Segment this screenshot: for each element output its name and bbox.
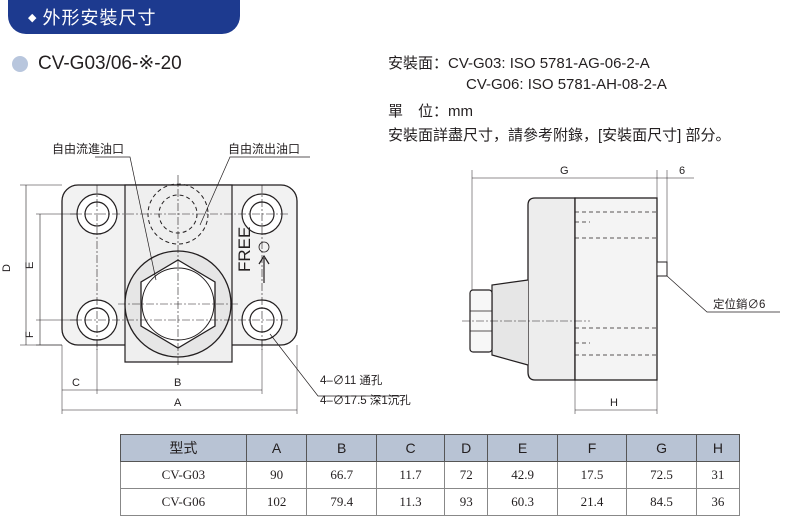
table-header: F	[556, 434, 628, 462]
table-cell: 84.5	[626, 488, 697, 516]
table-cell: 42.9	[487, 461, 558, 489]
centerlines	[70, 175, 290, 365]
dim-c: C	[72, 377, 80, 389]
table-header: E	[487, 434, 558, 462]
spec-line-3: 單 位：mm	[388, 103, 473, 120]
table-cell: 21.4	[556, 488, 628, 516]
dim-e: E	[24, 262, 36, 269]
section-title: 外形安裝尺寸	[42, 8, 157, 29]
front-view: FREE 自由流進油口 自由流出油口 D E F C B A	[1, 142, 411, 414]
table-cell: 17.5	[556, 461, 628, 489]
nut-neck	[491, 279, 529, 366]
section-header: ◆ 外形安裝尺寸	[8, 0, 240, 34]
table-cell: 60.3	[487, 488, 558, 516]
hidden-ports-side	[575, 211, 657, 356]
hole-note-1: 4–∅11 通孔	[320, 374, 383, 387]
side-view: G 6 H 定位銷∅6	[462, 165, 780, 414]
table-header: 型式	[120, 434, 247, 462]
model-heading: CV-G03/06-※-20	[12, 52, 182, 75]
table-header: B	[306, 434, 377, 462]
technical-drawing: FREE 自由流進油口 自由流出油口 D E F C B A	[1, 142, 780, 414]
pin-leader	[666, 275, 780, 313]
dim-b: B	[174, 377, 181, 389]
diamond-icon: ◆	[28, 10, 37, 24]
table-header: G	[626, 434, 697, 462]
table-header: A	[245, 434, 308, 462]
free-marker-icon	[258, 241, 270, 253]
dim-g: G	[560, 165, 569, 177]
table-cell: 66.7	[306, 461, 377, 489]
table-cell: 72.5	[626, 461, 697, 489]
locating-pin	[656, 261, 668, 277]
spec-line-4: 安裝面詳盡尺寸，請參考附錄，[安裝面尺寸] 部分。	[388, 127, 731, 144]
mounting-plate-side	[574, 197, 658, 381]
dim-d: D	[1, 264, 13, 272]
hole-note-2: 4–∅17.5 深1沉孔	[320, 393, 411, 407]
table-cell: 36	[695, 488, 741, 516]
free-label: FREE	[235, 227, 254, 272]
model-name: CV-G03/06-※-20	[38, 53, 182, 74]
dim-a: A	[174, 397, 182, 409]
bullet-icon	[12, 55, 28, 72]
table-cell: 90	[245, 461, 308, 489]
spec-line-1: 安裝面：CV-G03: ISO 5781-AG-06-2-A	[388, 55, 650, 72]
table-header: D	[444, 434, 489, 462]
dim-h: H	[610, 397, 618, 409]
table-cell: 93	[444, 488, 489, 516]
valve-body-side	[527, 197, 576, 381]
dim-f: F	[24, 331, 36, 338]
table-cell: 11.7	[375, 461, 446, 489]
table-cell: CV-G06	[120, 488, 247, 516]
outlet-leader	[199, 156, 310, 226]
table-cell: CV-G03	[120, 461, 247, 489]
dim-6: 6	[679, 165, 685, 177]
table-header: C	[375, 434, 446, 462]
table-header-row: 型式 A B C D E F G H	[120, 434, 741, 462]
outlet-label: 自由流出油口	[228, 142, 300, 156]
table-row: CV-G06 102 79.4 11.3 93 60.3 21.4 84.5 3…	[120, 488, 741, 516]
table-cell: 72	[444, 461, 489, 489]
hole-note-leader	[269, 333, 400, 397]
inlet-leader	[95, 156, 157, 281]
dimension-table: 型式 A B C D E F G H CV-G03 90 66.7 11.7 7…	[120, 434, 741, 516]
spec-line-2: CV-G06: ISO 5781-AH-08-2-A	[466, 76, 667, 93]
inlet-label: 自由流進油口	[52, 142, 124, 156]
table-cell: 11.3	[375, 488, 446, 516]
pin-label: 定位銷∅6	[713, 297, 765, 311]
table-cell: 102	[245, 488, 308, 516]
table-cell: 31	[695, 461, 741, 489]
table-row: CV-G03 90 66.7 11.7 72 42.9 17.5 72.5 31	[120, 461, 741, 489]
table-cell: 79.4	[306, 488, 377, 516]
table-header: H	[695, 434, 741, 462]
